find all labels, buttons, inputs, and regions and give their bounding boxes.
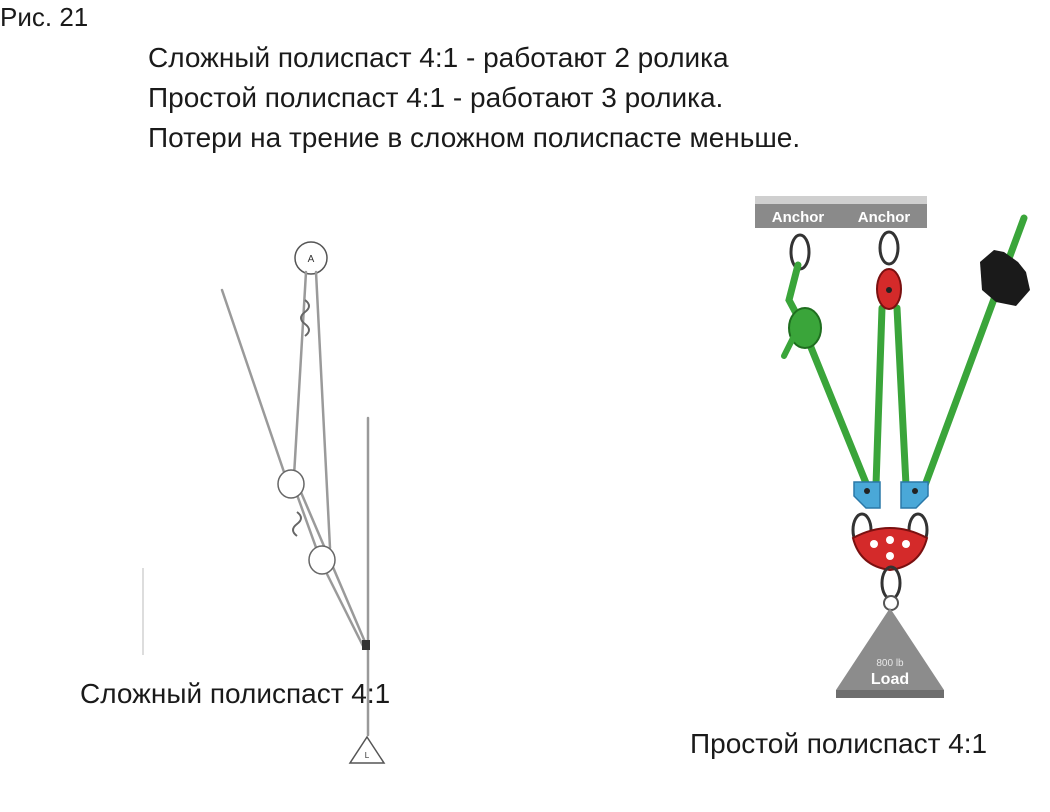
- anchor-right: [842, 204, 927, 228]
- glove-icon: [980, 250, 1030, 306]
- figure-number: Рис. 21: [0, 2, 89, 32]
- load-label: Load: [871, 671, 909, 688]
- load-letter: L: [365, 751, 370, 760]
- description-line-2: Простой полиспаст 4:1 - работают 3 ролик…: [148, 82, 724, 113]
- right-anchor-carabiner: [878, 230, 900, 266]
- anchor-left: [755, 204, 842, 228]
- figure-description: Сложный полиспаст 4:1 - работают 2 ролик…: [148, 38, 800, 158]
- complex-ropes: [220, 270, 370, 737]
- complex-pulley-diagram: A L: [142, 241, 386, 764]
- plate-hole-4: [886, 552, 894, 560]
- right-block-pin: [912, 488, 918, 494]
- anchor-right-label: Anchor: [858, 209, 911, 226]
- left-rope-block: [853, 481, 881, 509]
- middle-knot: [292, 511, 302, 537]
- load-weight: 800 lb: [876, 658, 904, 669]
- anchor-left-label: Anchor: [772, 209, 825, 226]
- anchor-pulley-axle: [886, 287, 892, 293]
- anchor-pulley: [294, 241, 328, 275]
- load-triangle: [348, 735, 386, 764]
- load-pyramid: [836, 608, 944, 690]
- load-pyramid-base: [836, 690, 944, 698]
- anchor-top-face: [755, 196, 927, 204]
- simple-system-caption: Простой полиспаст 4:1: [690, 728, 988, 759]
- description-line-1: Сложный полиспаст 4:1 - работают 2 ролик…: [148, 42, 729, 73]
- figure-eight-knot: [788, 307, 822, 349]
- plate-hole-3: [902, 540, 910, 548]
- anchor-pulley-letter: A: [308, 254, 315, 265]
- upper-knot: [300, 299, 310, 337]
- left-block-pin: [864, 488, 870, 494]
- load-carabiner: [880, 565, 902, 601]
- simple-pulley-diagram: Anchor Anchor: [755, 196, 1030, 698]
- description-line-3: Потери на трение в сложном полиспасте ме…: [148, 122, 801, 153]
- plate-hole-2: [886, 536, 894, 544]
- rope-grab: [362, 640, 370, 650]
- load-swivel: [883, 595, 899, 611]
- complex-system-caption: Сложный полиспаст 4:1: [80, 678, 391, 709]
- moving-pulley-1: [277, 469, 305, 499]
- rigging-plate: [851, 527, 929, 572]
- knot-tail: [781, 335, 796, 359]
- moving-pulley-2: [308, 545, 336, 575]
- right-rope-block: [900, 481, 929, 509]
- plate-hole-1: [870, 540, 878, 548]
